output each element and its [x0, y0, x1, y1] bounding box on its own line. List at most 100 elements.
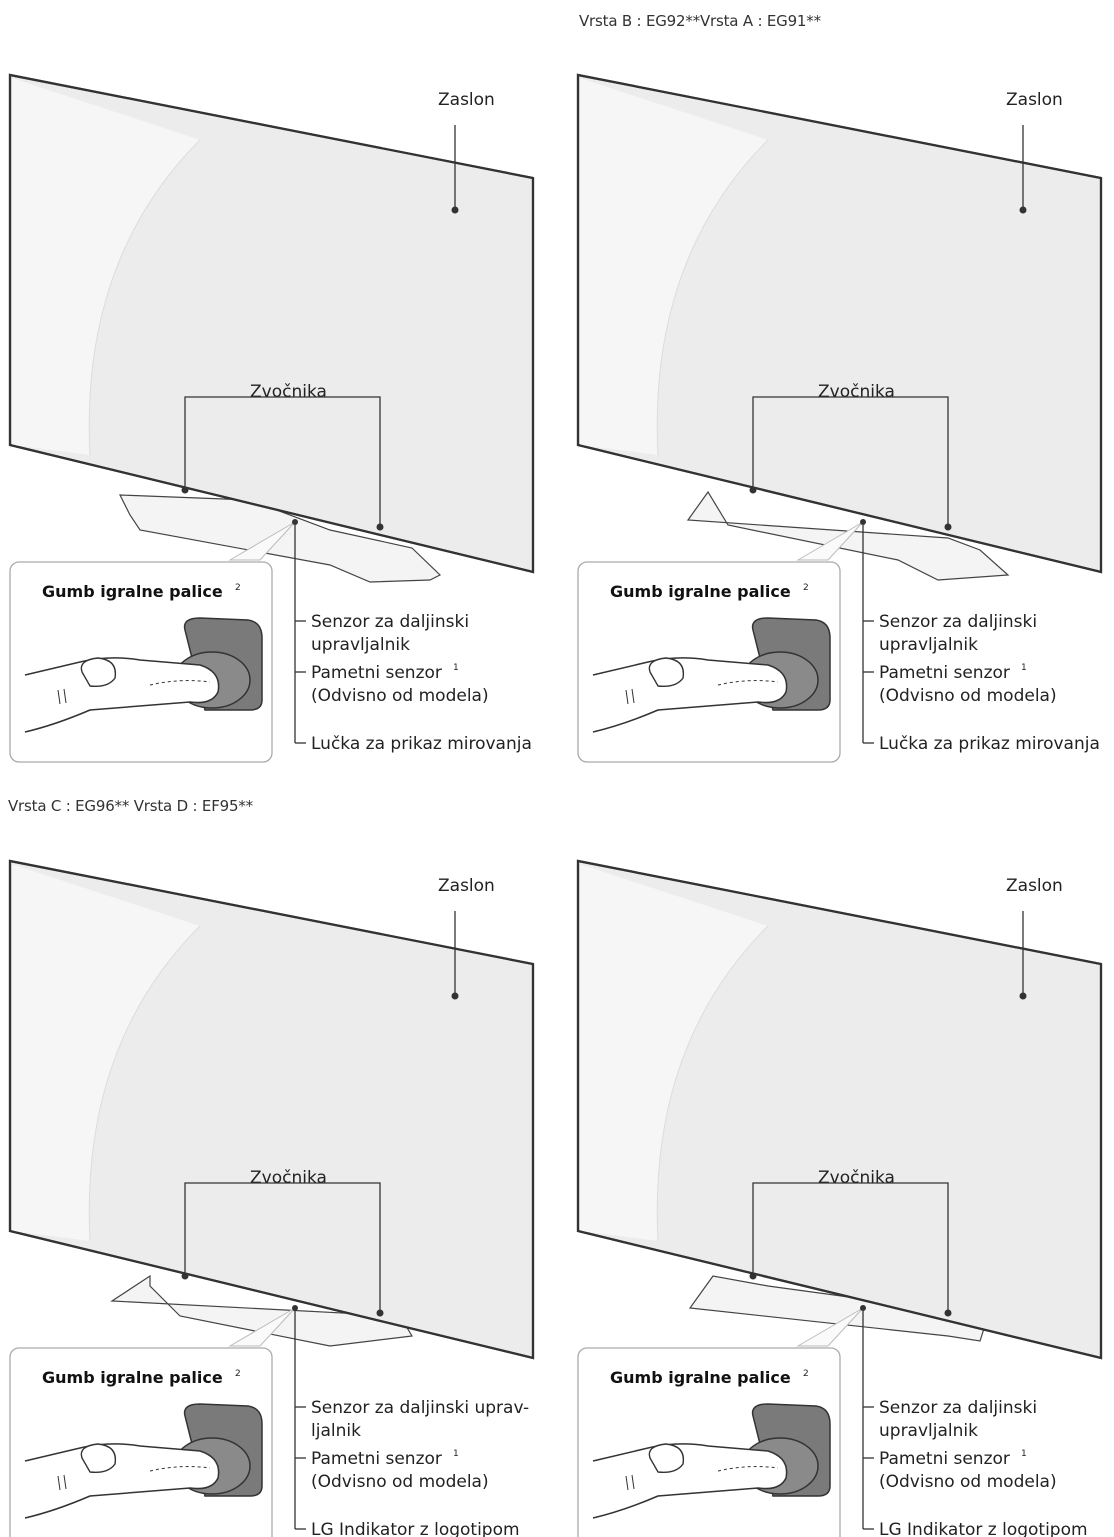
knuckle-lines [625, 688, 635, 705]
finger-icon [592, 657, 788, 733]
screen-dot [451, 992, 459, 1000]
callout-pointer [796, 1307, 864, 1347]
indicator-label: Lučka za prikaz mirovanja [879, 734, 1100, 754]
indicator-label: LG Indikator z logotipom [311, 1520, 520, 1537]
depends-on-model-label: (Odvisno od modela) [879, 1472, 1057, 1492]
callout-pointer [228, 1307, 296, 1347]
smart-sensor-label: Pametni senzor [311, 1449, 442, 1469]
remote-sensor-label-2: upravljalnik [311, 635, 410, 655]
sensor-dot [292, 1305, 298, 1311]
top-variant-header: Vrsta B : EG92**Vrsta A : EG91** [579, 12, 821, 30]
screen-dot [1019, 206, 1027, 214]
speaker-dot-left [749, 486, 757, 494]
speaker-dot-right [376, 523, 384, 531]
smart-sensor-sup: 1 [1021, 1449, 1027, 1459]
screen-dot [451, 206, 459, 214]
screen-glare-edge [88, 925, 201, 1242]
joystick-label-sup: 2 [803, 583, 809, 593]
fingernail-icon [80, 657, 117, 688]
joystick-label: Gumb igralne palice [610, 1368, 791, 1387]
screen-label: Zaslon [1006, 90, 1063, 110]
knuckle-lines [57, 1474, 67, 1491]
finger-icon [24, 657, 220, 733]
touch-line [149, 680, 211, 686]
fingernail-icon [648, 657, 685, 688]
screen-glare-edge [656, 925, 769, 1242]
tv-screen-border [8, 73, 535, 574]
depends-on-model-label: (Odvisno od modela) [311, 686, 489, 706]
remote-sensor-label: Senzor za daljinski uprav- [311, 1398, 529, 1418]
speaker-label: Zvočnika [250, 382, 327, 402]
speaker-bracket [752, 1182, 949, 1313]
depends-on-model-label: (Odvisno od modela) [311, 1472, 489, 1492]
joystick-label-sup: 2 [803, 1369, 809, 1379]
joystick-label: Gumb igralne palice [610, 582, 791, 601]
sensor-dot [292, 519, 298, 525]
remote-sensor-label-2: upravljalnik [879, 1421, 978, 1441]
screen-glare-edge [656, 139, 769, 456]
speaker-bracket [752, 396, 949, 527]
speaker-label: Zvočnika [250, 1168, 327, 1188]
smart-sensor-label: Pametni senzor [879, 663, 1010, 683]
speaker-dot-right [944, 1309, 952, 1317]
indicator-label: LG Indikator z logotipom [879, 1520, 1088, 1537]
speaker-bracket [184, 396, 381, 527]
smart-sensor-sup: 1 [453, 1449, 459, 1459]
sensor-dot [860, 519, 866, 525]
joystick-label-sup: 2 [235, 583, 241, 593]
speaker-dot-left [181, 486, 189, 494]
knuckle-lines [57, 688, 67, 705]
screen-glare [12, 78, 200, 455]
speaker-bracket [184, 1182, 381, 1313]
fingernail-icon [80, 1443, 117, 1474]
touch-line [717, 680, 779, 686]
smart-sensor-sup: 1 [1021, 663, 1027, 673]
smart-sensor-sup: 1 [453, 663, 459, 673]
callout-pointer [796, 521, 864, 561]
remote-sensor-label: Senzor za daljinski [311, 612, 469, 632]
screen-glare [580, 864, 768, 1241]
tv-stand [688, 1275, 989, 1342]
speaker-label: Zvočnika [818, 382, 895, 402]
middle-variant-header: Vrsta C : EG96** Vrsta D : EF95** [8, 797, 253, 815]
speaker-dot-right [944, 523, 952, 531]
finger-icon [24, 1443, 220, 1519]
screen-glare [580, 78, 768, 455]
remote-sensor-label-2: ljalnik [311, 1421, 361, 1441]
remote-sensor-label: Senzor za daljinski [879, 612, 1037, 632]
touch-line [149, 1466, 211, 1472]
tv-screen-border [576, 73, 1103, 574]
remote-sensor-label-2: upravljalnik [879, 635, 978, 655]
joystick-label: Gumb igralne palice [42, 1368, 223, 1387]
screen-glare [12, 864, 200, 1241]
smart-sensor-label: Pametni senzor [879, 1449, 1010, 1469]
screen-label: Zaslon [438, 876, 495, 896]
remote-sensor-label: Senzor za daljinski [879, 1398, 1037, 1418]
tv-screen-border [576, 859, 1103, 1360]
screen-glare-edge [88, 139, 201, 456]
smart-sensor-label: Pametni senzor [311, 663, 442, 683]
knuckle-lines [625, 1474, 635, 1491]
speaker-label: Zvočnika [818, 1168, 895, 1188]
speaker-dot-right [376, 1309, 384, 1317]
speaker-dot-left [181, 1272, 189, 1280]
joystick-label-sup: 2 [235, 1369, 241, 1379]
screen-label: Zaslon [438, 90, 495, 110]
depends-on-model-label: (Odvisno od modela) [879, 686, 1057, 706]
speaker-dot-left [749, 1272, 757, 1280]
indicator-label: Lučka za prikaz mirovanja [311, 734, 532, 754]
tv-screen-border [8, 859, 535, 1360]
finger-icon [592, 1443, 788, 1519]
screen-dot [1019, 992, 1027, 1000]
fingernail-icon [648, 1443, 685, 1474]
sensor-dot [860, 1305, 866, 1311]
touch-line [717, 1466, 779, 1472]
joystick-label: Gumb igralne palice [42, 582, 223, 601]
tv-stand [110, 1274, 413, 1347]
callout-pointer [228, 521, 296, 561]
screen-label: Zaslon [1006, 876, 1063, 896]
